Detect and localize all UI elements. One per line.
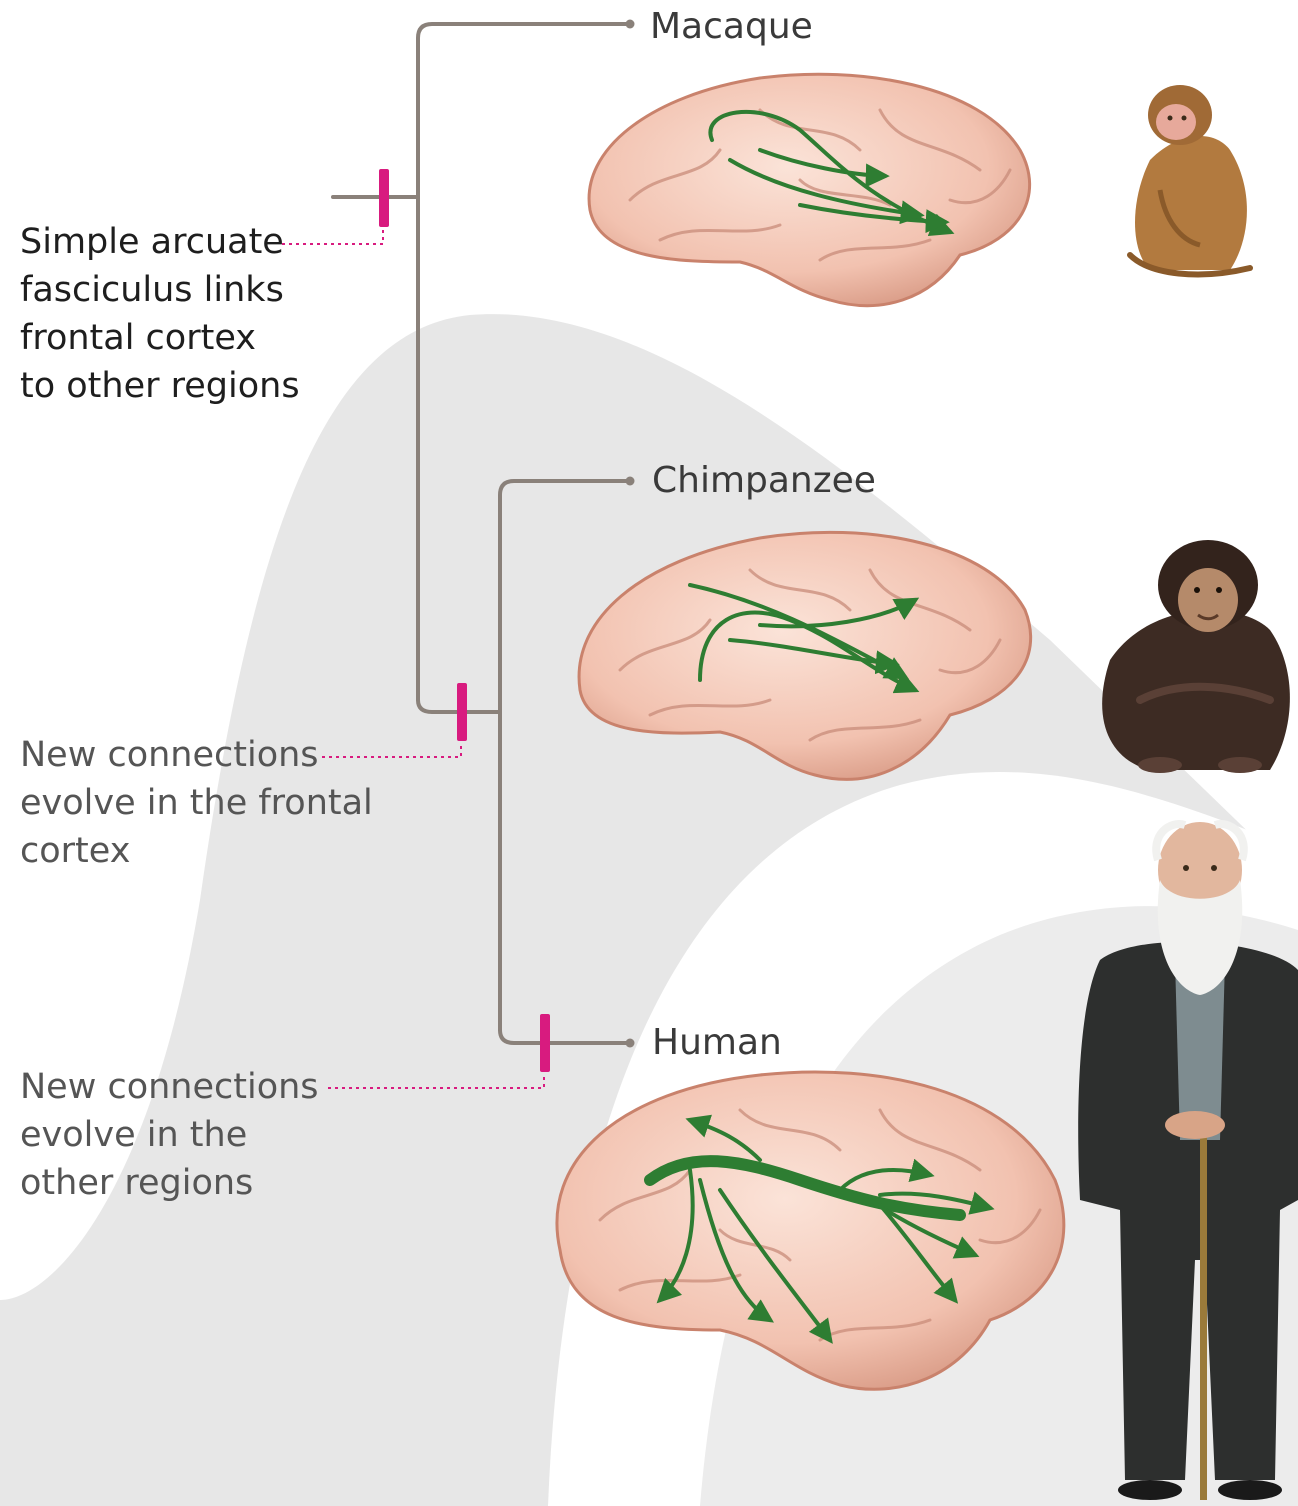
annotation-frontal-line: cortex xyxy=(20,827,373,875)
species-label-macaque: Macaque xyxy=(650,6,813,47)
annotation-other-line: other regions xyxy=(20,1159,319,1207)
species-label-chimpanzee: Chimpanzee xyxy=(652,460,876,501)
chimpanzee-node xyxy=(626,477,635,486)
annotation-other-line: evolve in the xyxy=(20,1111,319,1159)
marker-frontal xyxy=(457,683,467,741)
annotation-other-line: New connections xyxy=(20,1063,319,1111)
annotation-arcuate-line: to other regions xyxy=(20,362,300,410)
marker-other xyxy=(540,1014,550,1072)
marker-arcuate xyxy=(379,169,389,227)
species-label-human: Human xyxy=(652,1022,782,1063)
annotation-frontal: New connections evolve in the frontal co… xyxy=(20,731,373,875)
annotation-arcuate-line: fasciculus links xyxy=(20,266,300,314)
human-node xyxy=(626,1039,635,1048)
macaque-icon xyxy=(1130,85,1250,274)
macaque-node xyxy=(626,20,635,29)
annotation-other: New connections evolve in the other regi… xyxy=(20,1063,319,1207)
annotation-arcuate-line: Simple arcuate xyxy=(20,218,300,266)
annotation-frontal-line: New connections xyxy=(20,731,373,779)
chimpanzee-icon xyxy=(1102,540,1290,773)
annotation-arcuate-line: frontal cortex xyxy=(20,314,300,362)
annotation-arcuate: Simple arcuate fasciculus links frontal … xyxy=(20,218,300,410)
brain-icon xyxy=(589,74,1030,305)
annotation-frontal-line: evolve in the frontal xyxy=(20,779,373,827)
macaque-brain-outline xyxy=(589,74,1030,305)
